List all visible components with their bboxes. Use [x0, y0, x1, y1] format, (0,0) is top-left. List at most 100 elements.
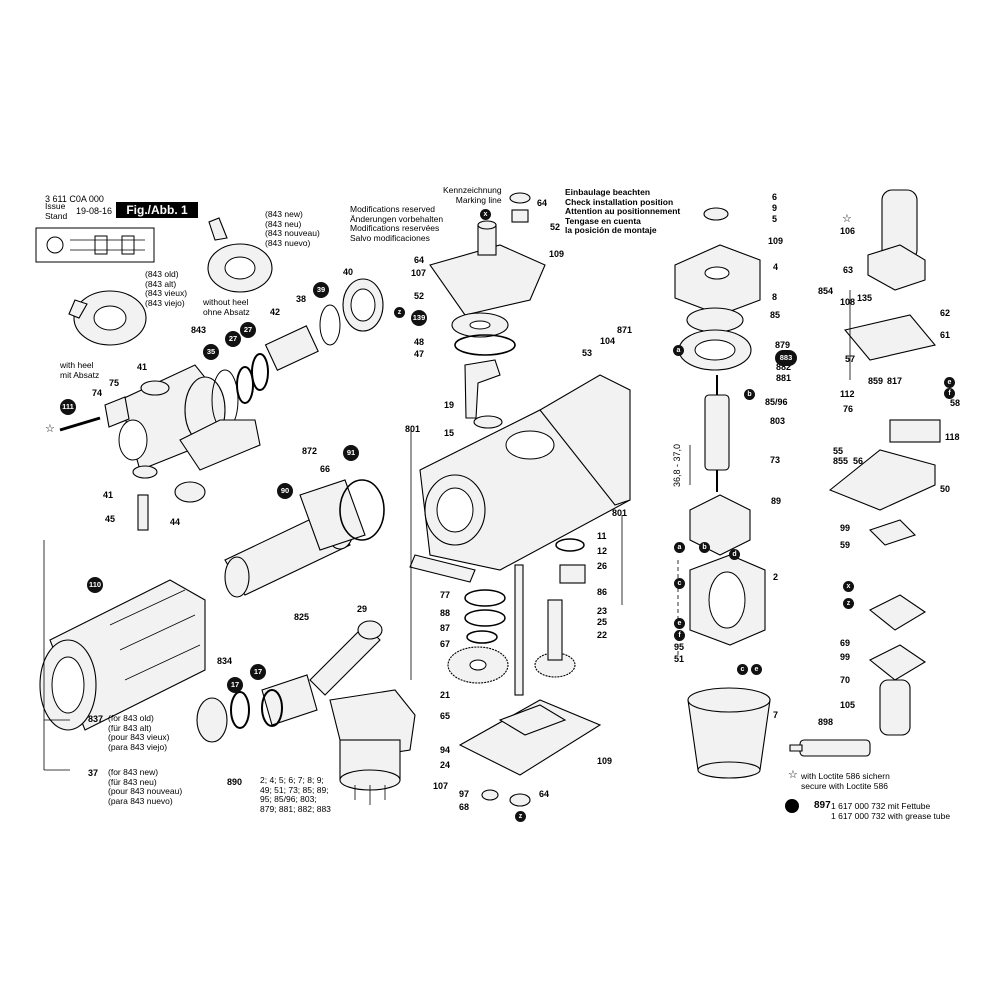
- circled-110: 110: [87, 577, 103, 593]
- circled-139: 139: [411, 310, 427, 326]
- part-44: 44: [170, 517, 181, 527]
- part-53: 53: [582, 348, 593, 358]
- motor-field-assembly-part: [329, 689, 416, 805]
- part-57: 57: [845, 354, 856, 364]
- part-2: 2: [773, 572, 779, 582]
- circled-17-a: 17: [227, 677, 243, 693]
- part-59: 59: [840, 540, 851, 550]
- star-icon: ☆: [788, 769, 798, 781]
- part-64-top: 64: [537, 198, 548, 208]
- part-4: 4: [773, 262, 779, 272]
- tool-holder-barrel-assembly: [59, 278, 384, 531]
- side-handle-top-part: [867, 189, 926, 291]
- issue-date: 19-08-16: [76, 206, 113, 216]
- part-12: 12: [597, 546, 608, 556]
- part-52-mid: 52: [414, 291, 425, 301]
- circled-91: 91: [343, 445, 359, 461]
- part-881: 881: [776, 373, 792, 383]
- top-cover-plate-part: [429, 192, 546, 429]
- marker-a-top: a: [673, 345, 684, 356]
- circled-35: 35: [203, 344, 219, 360]
- motor-housing-part: [687, 687, 771, 779]
- gear-train-parts: [447, 538, 586, 696]
- outer-sleeve-part: [39, 579, 206, 731]
- part-86: 86: [597, 587, 608, 597]
- part-9: 9: [772, 203, 778, 213]
- part-817: 817: [887, 376, 903, 386]
- part-63: 63: [843, 265, 854, 275]
- part-104: 104: [600, 336, 616, 346]
- handle-bottom-part: [868, 519, 927, 736]
- part-107-bottom: 107: [433, 781, 449, 791]
- circled-39: 39: [313, 282, 329, 298]
- part-26: 26: [597, 561, 608, 571]
- stator-part: [689, 554, 766, 646]
- circled-883: 883: [775, 350, 797, 366]
- part-859: 859: [868, 376, 884, 386]
- grease-legend-dot: [785, 799, 799, 813]
- note-843-old: (843 old) (843 alt) (843 vieux) (843 vie…: [145, 269, 188, 308]
- part-58: 58: [950, 398, 961, 408]
- note-37: (for 843 new) (für 843 neu) (pour 843 no…: [108, 767, 183, 806]
- note-890-list: 2; 4; 5; 6; 7; 8; 9; 49; 51; 73; 85; 89;…: [260, 775, 331, 814]
- tool-holder-new-part: [207, 217, 273, 293]
- switch-assembly-part: [828, 314, 941, 511]
- part-51: 51: [674, 654, 685, 664]
- note-837: (for 843 old) (für 843 alt) (pour 843 vi…: [108, 713, 170, 752]
- marker-d-stator: d: [729, 549, 740, 560]
- part-97: 97: [459, 789, 470, 799]
- part-number: 3 611 C0A 000: [45, 194, 104, 204]
- part-834: 834: [217, 656, 233, 666]
- star-icon-right: ☆: [842, 213, 852, 225]
- circled-17-b: 17: [250, 664, 266, 680]
- part-65: 65: [440, 711, 451, 721]
- star-icon-left: ☆: [45, 423, 55, 435]
- grease-tube-part: [789, 739, 871, 757]
- part-66: 66: [320, 464, 331, 474]
- motor-cover-part: [674, 207, 761, 371]
- gear-housing-part: [409, 374, 631, 583]
- part-75: 75: [109, 378, 120, 388]
- part-52-top: 52: [550, 222, 561, 232]
- part-801-right: 801: [612, 508, 628, 518]
- part-801-left: 801: [405, 424, 421, 434]
- figure-label: Fig./Abb. 1: [116, 202, 198, 218]
- part-68: 68: [459, 802, 470, 812]
- issue-label: Issue Stand: [45, 201, 68, 221]
- assembly-guide-lines: [43, 290, 851, 771]
- part-74: 74: [92, 388, 103, 398]
- marker-c-stator: c: [674, 578, 685, 589]
- part-25: 25: [597, 617, 608, 627]
- part-94: 94: [440, 745, 451, 755]
- marking-line-note: Kennzeichnung Marking line: [443, 185, 502, 205]
- marker-f-switch: f: [944, 388, 955, 399]
- marker-b-stator: b: [699, 542, 710, 553]
- part-21: 21: [440, 690, 451, 700]
- note-without-heel: without heel ohne Absatz: [203, 297, 250, 317]
- part-95: 95: [674, 642, 685, 652]
- part-107-top: 107: [411, 268, 427, 278]
- installation-note: Einbaulage beachten Check installation p…: [565, 187, 681, 235]
- part-855: 855: [833, 456, 849, 466]
- marker-e-switch: e: [944, 377, 955, 388]
- part-890: 890: [227, 777, 243, 787]
- part-871: 871: [617, 325, 633, 335]
- part-6: 6: [772, 192, 778, 202]
- part-109-top: 109: [549, 249, 565, 259]
- marker-z-top: z: [394, 307, 405, 318]
- circled-90: 90: [277, 483, 293, 499]
- part-108: 108: [840, 297, 856, 307]
- part-854: 854: [818, 286, 834, 296]
- part-42: 42: [270, 307, 281, 317]
- brush-holder-part: [689, 494, 751, 556]
- part-135: 135: [857, 293, 873, 303]
- part-5: 5: [772, 214, 778, 224]
- part-77: 77: [440, 590, 451, 600]
- part-106: 106: [840, 226, 856, 236]
- part-64-bottom: 64: [539, 789, 550, 799]
- armature-part: [689, 375, 730, 492]
- part-29: 29: [357, 604, 368, 614]
- part-37: 37: [88, 768, 99, 778]
- part-64-mid: 64: [414, 255, 425, 265]
